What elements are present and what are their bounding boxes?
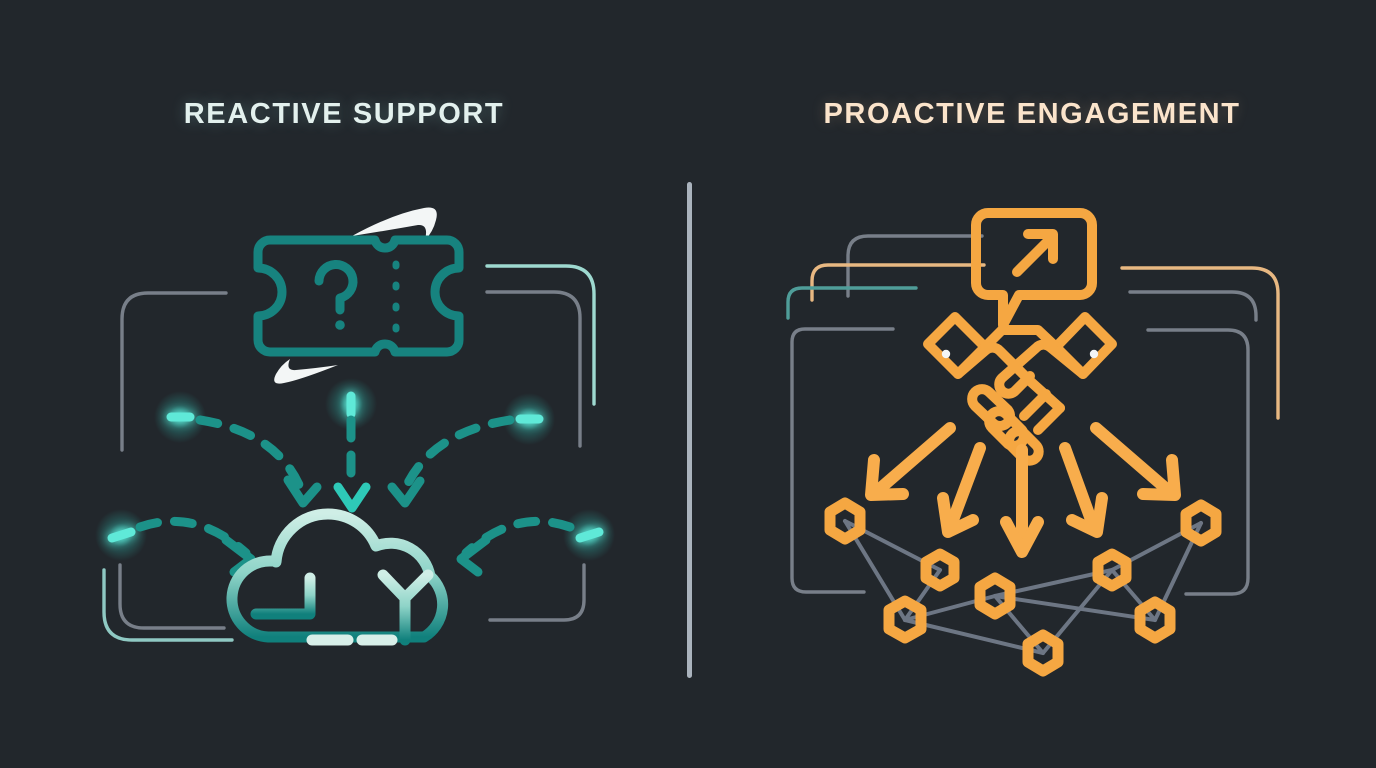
panel-reactive-support: REACTIVE SUPPORT	[183, 98, 505, 130]
page-title-left: REACTIVE SUPPORT	[183, 98, 505, 130]
vertical-divider	[687, 182, 692, 678]
page-title-right: PROACTIVE ENGAGEMENT	[823, 98, 1241, 130]
panel-proactive-engagement: PROACTIVE ENGAGEMENT	[688, 0, 1376, 768]
